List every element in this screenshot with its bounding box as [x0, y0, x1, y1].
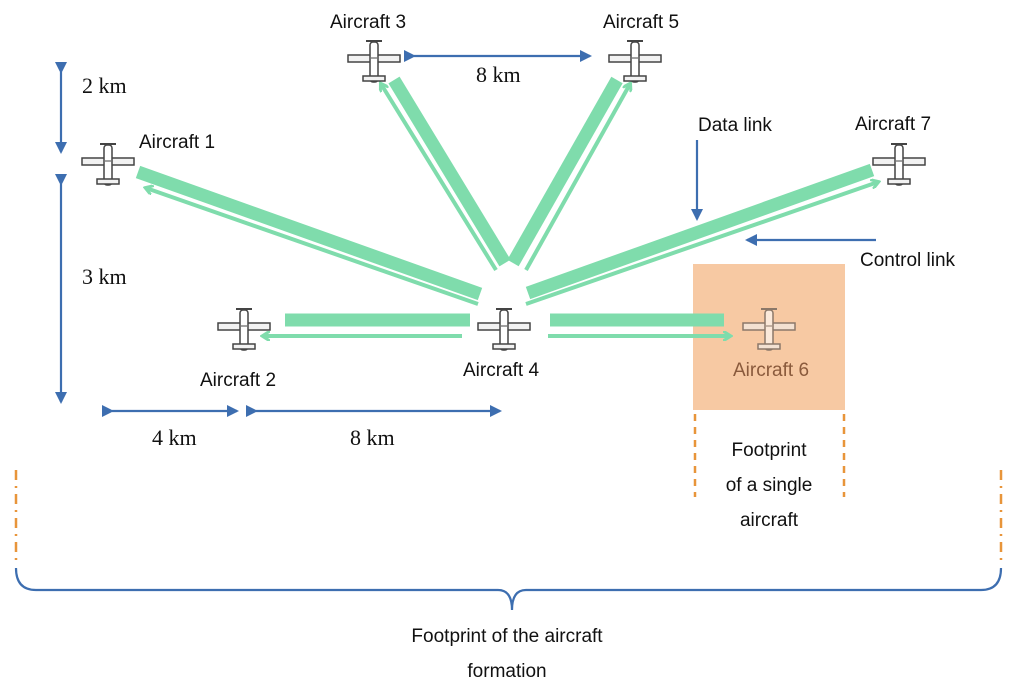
data-link-a5-a4: [507, 76, 623, 267]
control-link-a4-a5: [524, 84, 630, 271]
formation-footprint-line-2: formation: [467, 661, 546, 682]
aircraft-5-icon: [608, 40, 662, 83]
data-links: [135, 76, 875, 327]
dim-2km-label: 2 km: [82, 73, 127, 98]
control-links: [146, 84, 878, 336]
control-link-a4-a7: [525, 182, 878, 306]
data-link-a3-a4: [388, 76, 511, 267]
control-link-a4-a1: [146, 188, 479, 306]
control-link-a4-a3: [381, 84, 498, 272]
single-footprint-line-1: Footprint: [732, 440, 808, 461]
control-link-legend-label: Control link: [860, 250, 956, 271]
dim-3km-label: 3 km: [82, 264, 127, 289]
aircraft-2-label: Aircraft 2: [200, 370, 276, 391]
single-footprint-line-3: aircraft: [740, 510, 799, 531]
aircraft-2-icon: [217, 308, 271, 351]
data-link-a1-a4: [135, 165, 483, 301]
aircraft-3-icon: [347, 40, 401, 83]
dim-8km-bottom-label: 8 km: [350, 425, 395, 450]
dim-4km-label: 4 km: [152, 425, 197, 450]
single-footprint-line-2: of a single: [726, 475, 813, 496]
formation-footprint-brace: [14, 567, 1003, 611]
aircraft-4-icon: [477, 308, 531, 351]
aircraft-1-icon: [81, 143, 135, 186]
aircraft-7-label: Aircraft 7: [855, 114, 931, 135]
formation-footprint-line-1: Footprint of the aircraft: [411, 626, 603, 647]
aircraft-3-label: Aircraft 3: [330, 12, 406, 33]
data-link-legend-label: Data link: [698, 115, 772, 136]
aircraft-4-label: Aircraft 4: [463, 360, 539, 381]
dim-8km-top-label: 8 km: [476, 62, 521, 87]
data-link-a7-a4: [525, 163, 875, 300]
aircraft-6-label: Aircraft 6: [733, 360, 809, 381]
aircraft-5-label: Aircraft 5: [603, 12, 679, 33]
aircraft-7-icon: [872, 143, 926, 186]
aircraft-1-label: Aircraft 1: [139, 132, 215, 153]
